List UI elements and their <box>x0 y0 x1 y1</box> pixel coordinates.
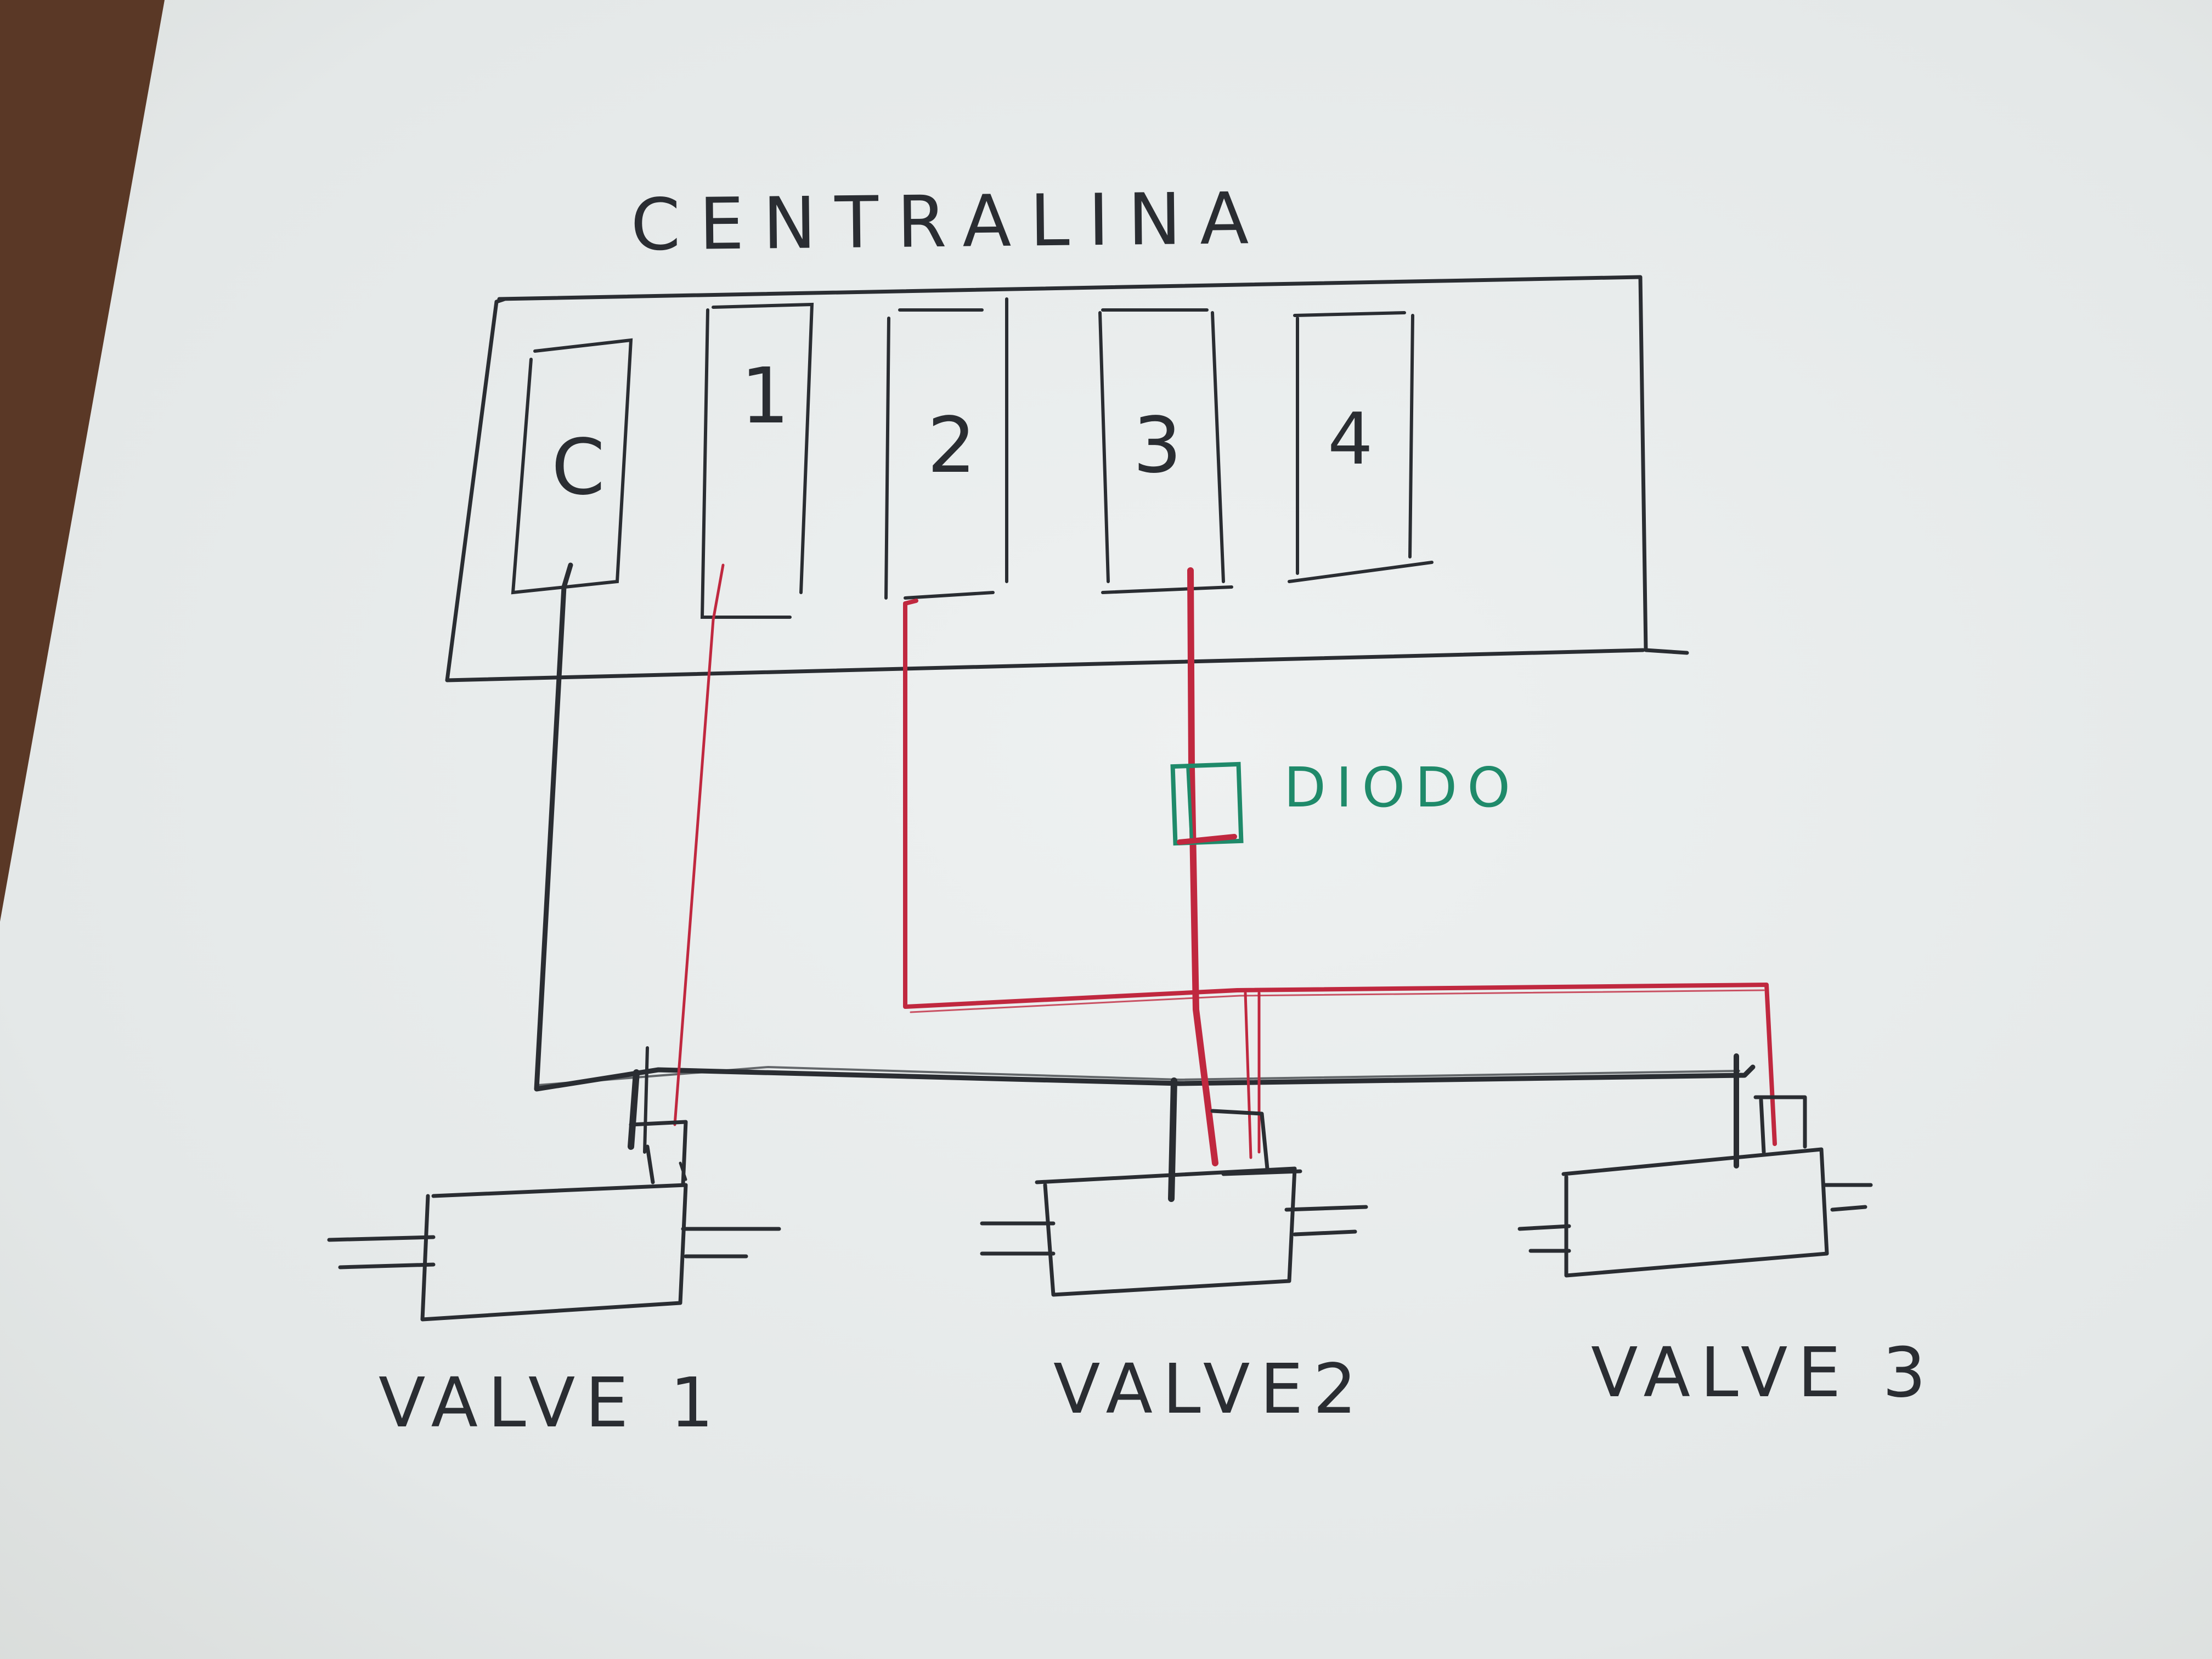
valve-3-body <box>1561 1147 1829 1278</box>
diode-label: DIODO <box>1284 755 1520 820</box>
terminal-slot-4 <box>1288 311 1434 583</box>
terminal-label-4: 4 <box>1328 397 1373 481</box>
valve-3-port-right <box>1822 1183 1873 1212</box>
common-wire-second-stroke <box>537 1065 1740 1086</box>
valve-2-body <box>1035 1166 1297 1297</box>
red-wire-terminal-1 <box>673 563 725 1126</box>
terminal-slots <box>511 297 1434 619</box>
valve-1-connector <box>629 1120 688 1187</box>
common-drops <box>628 1046 1739 1202</box>
terminal-label-c: C <box>551 423 605 512</box>
valve-3-connector <box>1753 1095 1807 1154</box>
valve-3-label: VALVE 3 <box>1591 1333 1936 1413</box>
terminal-label-1: 1 <box>741 352 789 441</box>
diagram-title: CENTRALINA <box>630 177 1268 267</box>
valve-1-port-right <box>681 1227 781 1259</box>
diode-body <box>1170 761 1244 846</box>
valve-2-connector <box>1210 1109 1302 1176</box>
valve-2 <box>980 1109 1368 1297</box>
terminal-label-2: 2 <box>927 401 976 490</box>
valve-1-port-left <box>327 1235 436 1269</box>
terminal-label-3: 3 <box>1133 401 1182 490</box>
red-wire-terminal-2 <box>903 599 1777 1146</box>
red-wire-terminal-2-second-stroke <box>910 989 1765 1013</box>
terminal-slot-2 <box>884 297 1008 600</box>
diode-band <box>1186 765 1193 840</box>
controller-box <box>445 275 1689 682</box>
common-wire <box>534 562 1756 1092</box>
valve-3-port-left <box>1517 1224 1571 1253</box>
valve-1-body <box>420 1183 688 1322</box>
valve-2-label: VALVE2 <box>1053 1350 1367 1429</box>
terminal-slot-c <box>511 338 633 595</box>
red-wire-terminal-3 <box>1187 567 1218 1166</box>
valve-3 <box>1517 1095 1873 1278</box>
terminal-slot-1 <box>700 302 814 619</box>
red-wire-valve-2-drop <box>1244 991 1261 1159</box>
valve-1 <box>327 1120 781 1322</box>
valve-2-port-right <box>1284 1205 1368 1237</box>
valve-2-port-left <box>980 1221 1056 1256</box>
terminal-slot-3 <box>1098 308 1233 594</box>
valve-1-label: VALVE 1 <box>379 1363 724 1443</box>
diode <box>1170 761 1244 846</box>
